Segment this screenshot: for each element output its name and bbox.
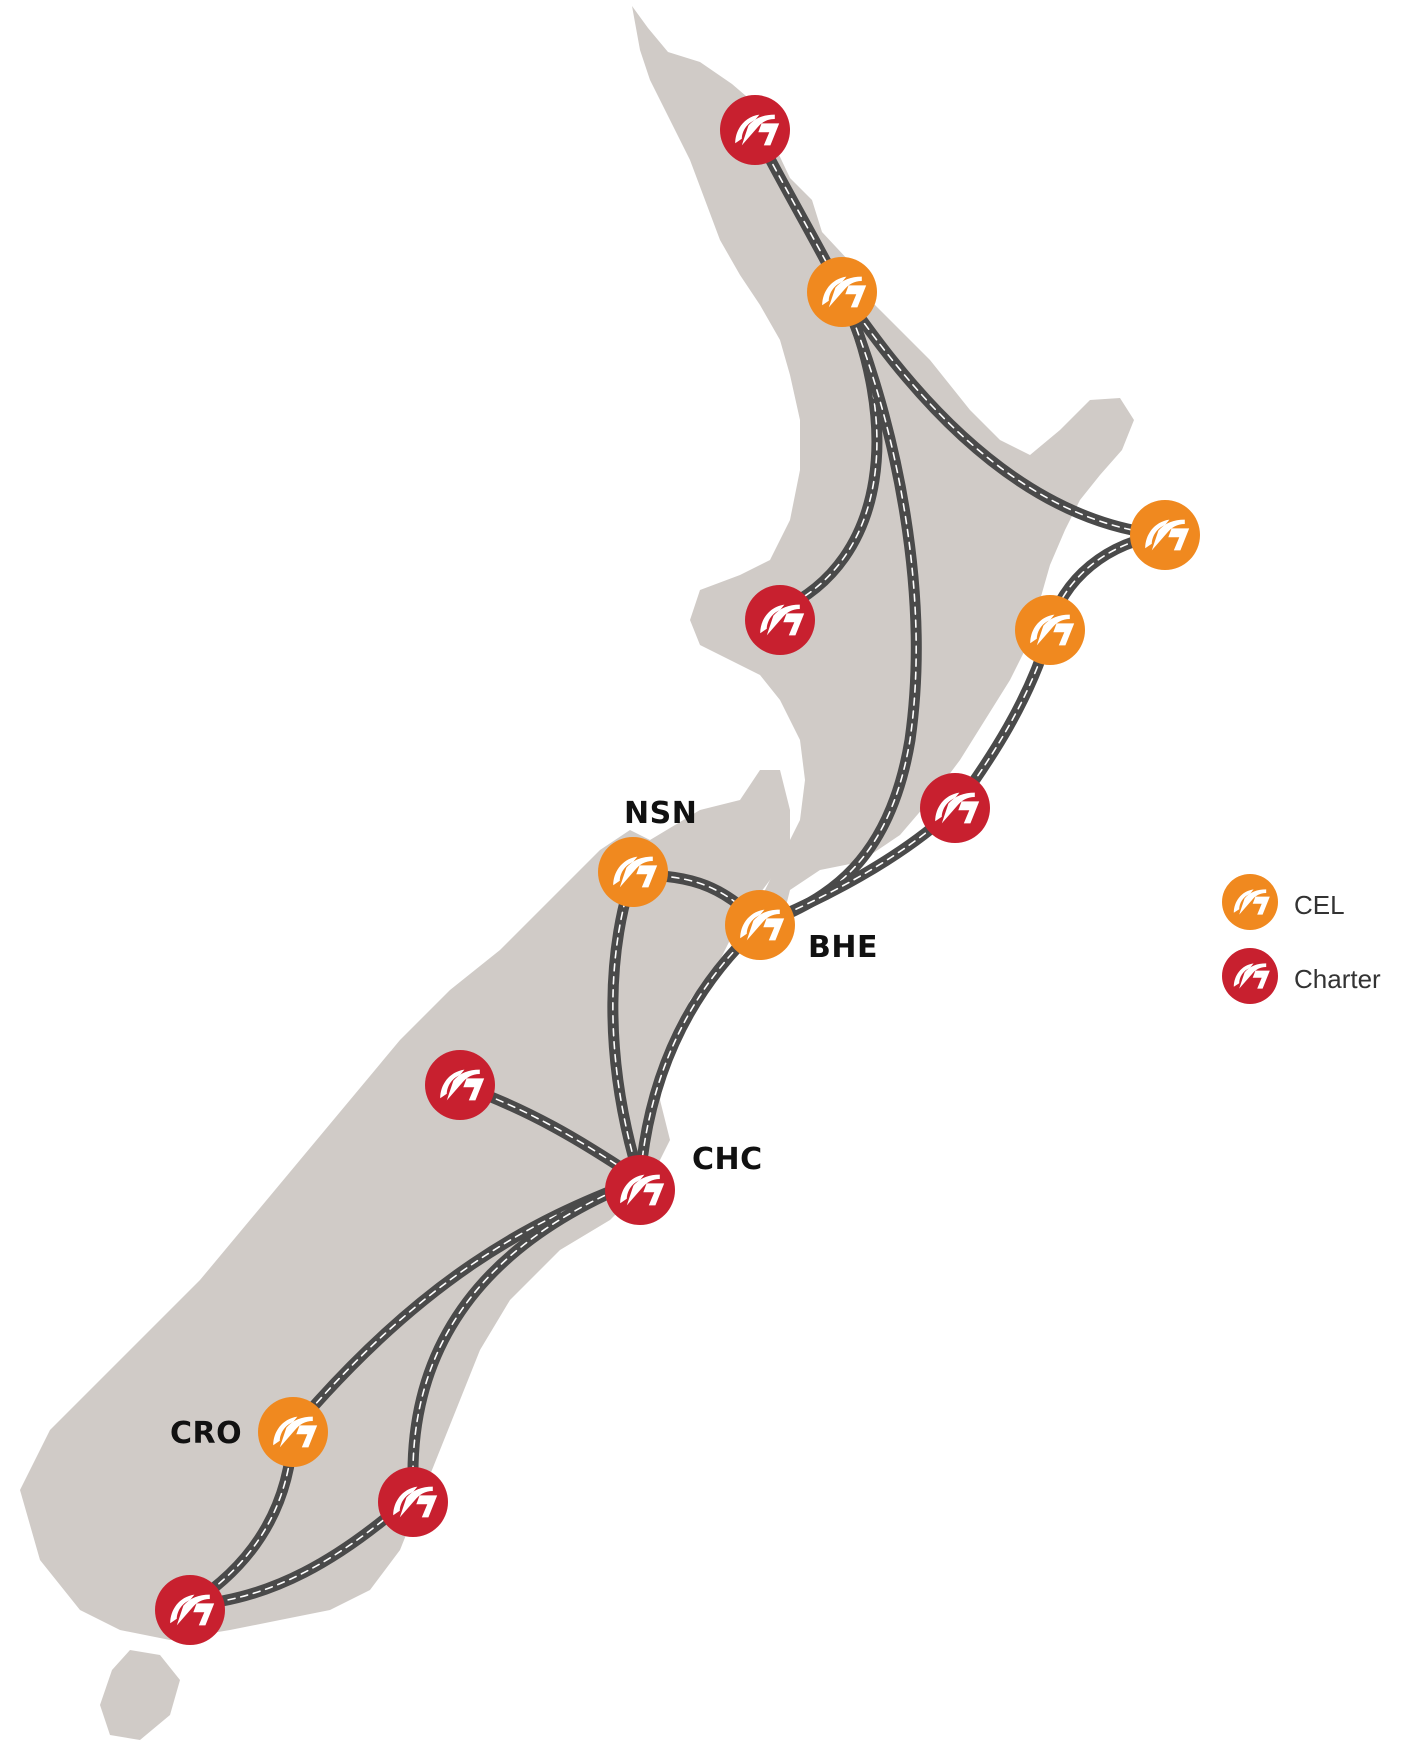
label-chc: CHC [692,1142,763,1177]
charter-marker-10 [605,1155,675,1225]
route-13-centerline [412,1179,641,1481]
cel-marker-3 [1130,500,1200,570]
cel-marker-11 [258,1397,328,1467]
cel-marker-5 [1015,595,1085,665]
south-island [20,770,790,1640]
charter-marker-icon [1222,948,1278,1004]
cel-marker-2 [807,257,877,327]
charter-marker-12 [378,1467,448,1537]
cel-marker-icon [1222,874,1278,930]
cel-marker-8 [725,890,795,960]
label-cro: CRO [170,1416,243,1451]
route-2-centerline [841,291,1166,536]
label-nsn: NSN [624,796,698,831]
cel-marker-7 [598,837,668,907]
charter-marker-9 [425,1050,495,1120]
charter-marker-1 [720,95,790,165]
legend-label-charter: Charter [1294,964,1381,994]
charter-marker-4 [745,585,815,655]
label-bhe: BHE [808,930,878,965]
charter-marker-6 [920,773,990,843]
charter-marker-13 [155,1575,225,1645]
airport-markers [155,95,1200,1645]
north-island [632,6,1134,952]
route-12-centerline [292,1179,641,1431]
legend-label-cel: CEL [1294,890,1345,920]
stewart-island [100,1650,180,1740]
